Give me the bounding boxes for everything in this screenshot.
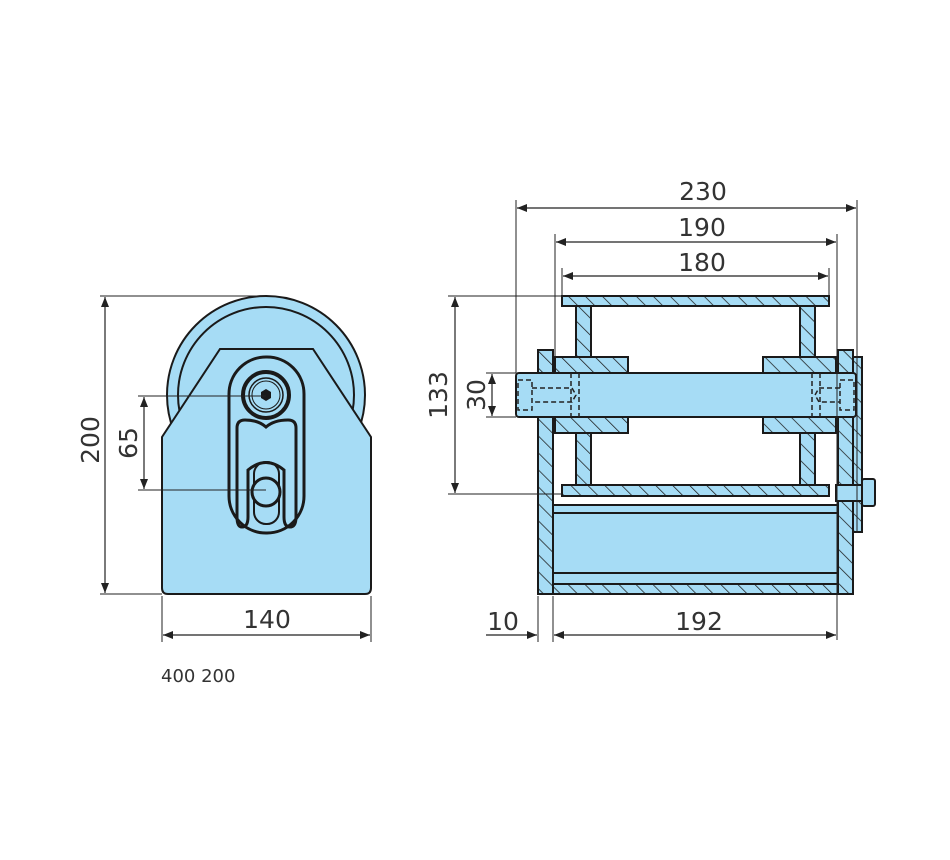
drum-top xyxy=(561,295,830,307)
drum-bottom xyxy=(561,484,830,497)
side-view: 230 190 180 133 30 10 192 xyxy=(424,177,876,642)
drum-web-right-bottom xyxy=(799,432,816,486)
dim-drum-diameter: 133 xyxy=(424,371,453,419)
frame-bottom-plate xyxy=(552,583,839,595)
slot-opening xyxy=(235,418,298,529)
axle-ring xyxy=(248,377,284,413)
dim-drum: 180 xyxy=(678,248,726,277)
hub-right-bottom xyxy=(762,416,837,434)
dim-frame: 190 xyxy=(678,213,726,242)
dim-height: 200 xyxy=(76,416,105,464)
front-view: 200 65 140 400 200 xyxy=(76,295,372,687)
dim-inner: 192 xyxy=(675,607,723,636)
dim-axle-offset: 65 xyxy=(114,427,143,459)
hub-left-bottom xyxy=(554,416,629,434)
shaft xyxy=(515,372,857,418)
part-number: 400 200 xyxy=(161,666,235,687)
lock-knob xyxy=(250,476,282,508)
clamp-block xyxy=(835,484,863,502)
base-roller xyxy=(552,504,839,585)
dim-shaft: 30 xyxy=(462,379,491,411)
hub-left-top xyxy=(554,356,629,374)
axle-ring-inner xyxy=(251,380,281,410)
dim-plate: 10 xyxy=(487,607,519,636)
screw-left-hidden xyxy=(517,379,533,411)
screw-right-hidden xyxy=(839,379,855,411)
hex-socket-icon xyxy=(261,389,271,401)
drum-web-right-top xyxy=(799,305,816,358)
dim-width: 140 xyxy=(243,605,291,634)
dim-overall: 230 xyxy=(679,177,727,206)
hub-right-top xyxy=(762,356,837,374)
drum-web-left-top xyxy=(575,305,592,358)
drum-web-left-bottom xyxy=(575,432,592,486)
clamp-nut xyxy=(861,478,876,507)
